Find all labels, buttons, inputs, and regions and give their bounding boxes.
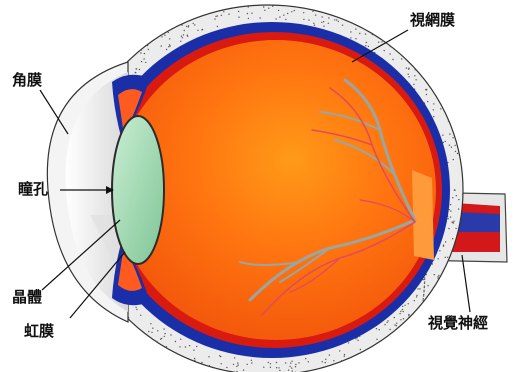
label-retina: 視網膜 [410,12,455,28]
label-optic-nerve: 視覺神經 [428,315,488,331]
label-iris: 虹膜 [24,323,54,339]
optic-disc [412,170,434,260]
lens [112,116,164,264]
label-lens: 晶體 [12,289,42,305]
label-pupil: 瞳孔 [18,181,48,197]
label-cornea: 角膜 [12,72,42,88]
